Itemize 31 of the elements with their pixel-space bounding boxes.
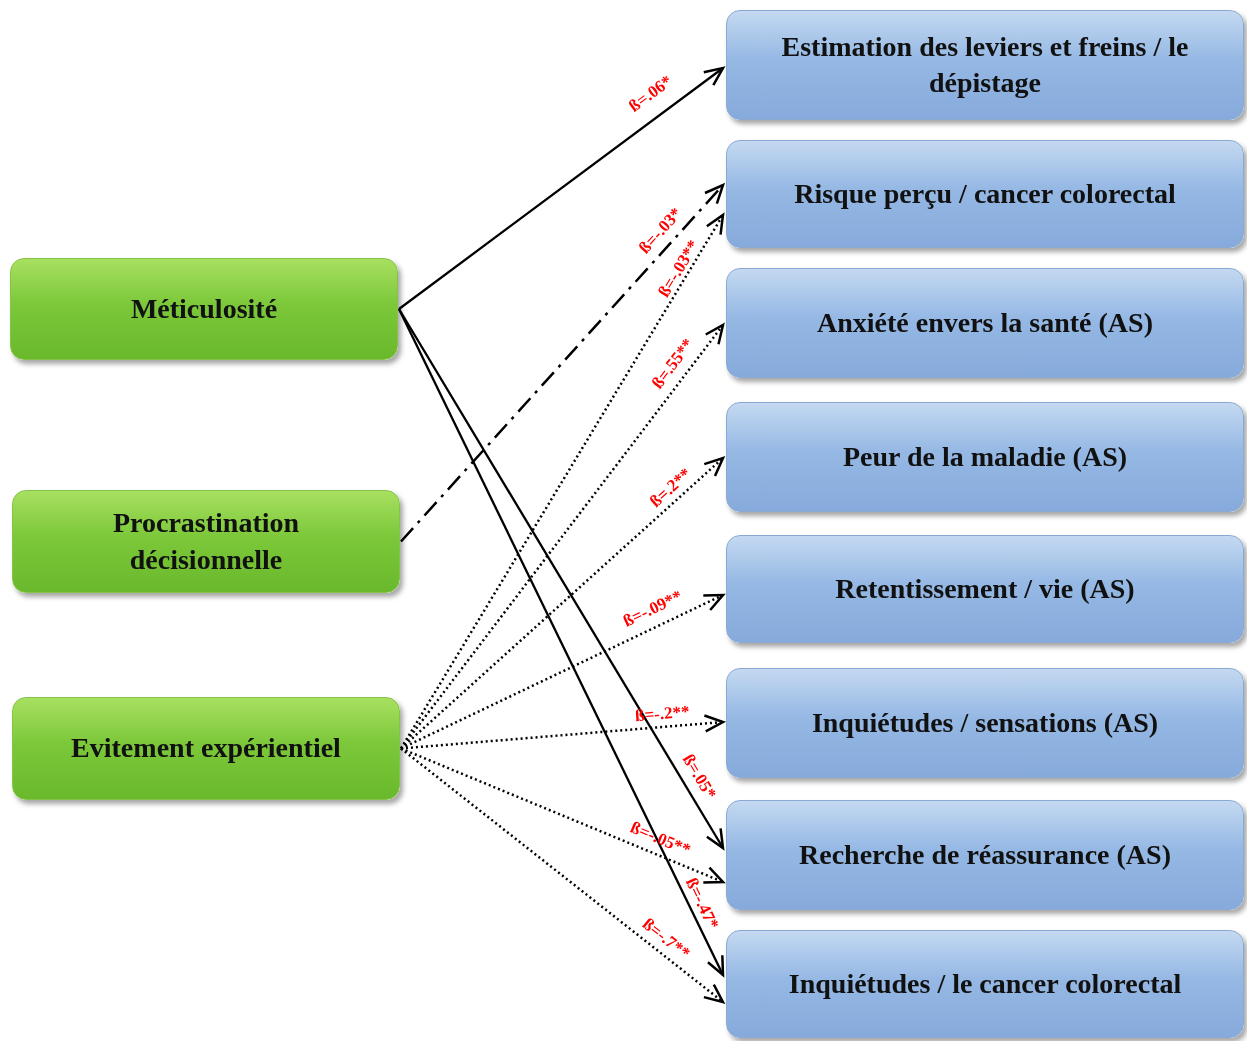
- box-label: Recherche de réassurance (AS): [799, 837, 1171, 872]
- box-label: Risque perçu / cancer colorectal: [794, 176, 1176, 211]
- box-label: Inquiétudes / sensations (AS): [811, 705, 1159, 740]
- predictor-box: [12, 697, 400, 800]
- predictor-box: [10, 258, 398, 360]
- outcome-box: [726, 140, 1244, 248]
- outcome-box: [726, 668, 1244, 778]
- arrow: [400, 714, 725, 750]
- box-label: Retentissement / vie (AS): [835, 571, 1135, 606]
- box-label: Procrastination décisionnelle: [111, 506, 301, 577]
- arrow: [400, 747, 725, 884]
- outcome-box: [726, 402, 1244, 512]
- box-label: Inquiétudes / le cancer colorectal: [788, 966, 1182, 1001]
- box-label: Estimation des leviers et freins / le dépistage: [780, 29, 1190, 100]
- box-label: Peur de la maladie (AS): [842, 439, 1128, 474]
- arrow: [398, 308, 725, 850]
- outcome-box: [726, 268, 1244, 378]
- box-label: Méticulosité: [130, 291, 278, 326]
- outcome-box: [726, 800, 1244, 910]
- box-label: Anxiété envers la santé (AS): [817, 305, 1153, 340]
- arrow: [400, 747, 725, 1004]
- arrow: [400, 456, 725, 750]
- outcome-box: [726, 10, 1244, 120]
- box-label: Evitement expérientiel: [71, 731, 341, 766]
- outcome-box: [726, 930, 1244, 1038]
- edge-label: ß=-.2**: [633, 702, 690, 724]
- arrow: [400, 183, 725, 543]
- predictor-box: [12, 490, 400, 593]
- arrow: [397, 308, 725, 977]
- outcome-box: [726, 535, 1244, 643]
- arrow: [398, 66, 725, 310]
